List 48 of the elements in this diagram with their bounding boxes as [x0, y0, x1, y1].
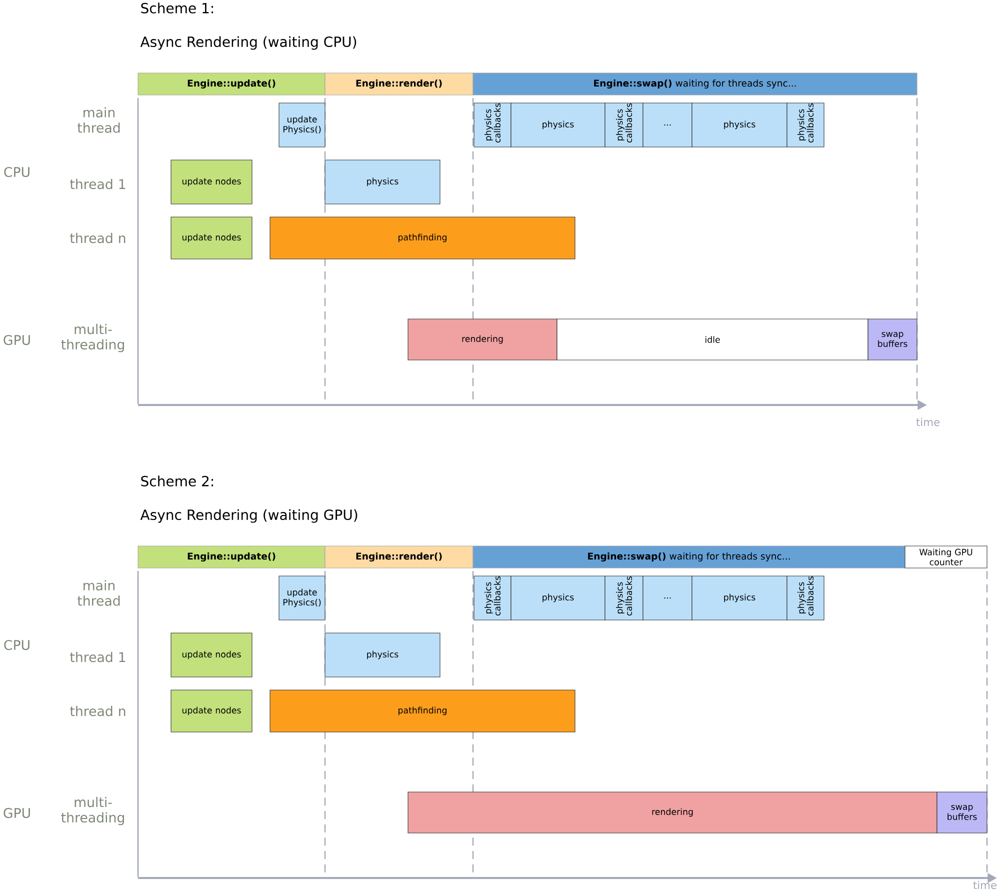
task-box: update Physics(): [278, 102, 326, 148]
row-label: main thread: [78, 107, 120, 133]
task-box: update Physics(): [278, 576, 326, 620]
row-label: thread 1: [70, 652, 126, 662]
phase-bar: Engine::render(): [324, 72, 474, 96]
phase-bar: Engine::swap() waiting for threads sync...: [472, 546, 906, 568]
task-box: pathfinding: [270, 216, 576, 260]
task-box: swap buffers: [868, 318, 918, 360]
task-box: physics callbacks: [786, 576, 824, 620]
heading: Async Rendering (waiting GPU): [140, 509, 358, 523]
task-box: idle: [556, 318, 868, 360]
task-box: swap buffers: [936, 792, 988, 834]
task-box: physics callbacks: [786, 102, 824, 148]
row-label: multi- threading: [61, 324, 124, 352]
row-label: GPU: [4, 334, 30, 346]
task-box: physics callbacks: [604, 576, 644, 620]
row-label: CPU: [4, 640, 30, 650]
task-box: rendering: [408, 792, 938, 834]
task-box: ...: [642, 576, 692, 620]
phase-bar: Engine::render(): [324, 546, 474, 568]
row-label: thread n: [70, 232, 126, 244]
heading: Async Rendering (waiting CPU): [140, 36, 356, 50]
phase-bar: Engine::update(): [138, 72, 326, 96]
task-box: physics: [324, 160, 440, 204]
phase-bar: Engine::swap() waiting for threads sync...: [472, 72, 918, 96]
phase-bar: Engine::update(): [138, 546, 326, 568]
task-box: update nodes: [170, 160, 252, 204]
task-box: physics callbacks: [474, 102, 512, 148]
task-box: pathfinding: [270, 690, 576, 732]
task-box: physics callbacks: [474, 576, 512, 620]
row-label: main thread: [78, 580, 120, 606]
heading: Scheme 2:: [141, 476, 213, 486]
task-box: rendering: [408, 318, 558, 360]
axis-label: time: [916, 418, 940, 426]
task-box: update nodes: [170, 690, 252, 732]
task-box: Waiting GPU counter: [904, 546, 988, 568]
row-label: CPU: [4, 166, 30, 178]
row-label: thread n: [70, 706, 126, 716]
row-label: multi- threading: [61, 796, 124, 826]
row-label: thread 1: [70, 178, 126, 190]
task-box: update nodes: [170, 216, 252, 260]
axis-label: time: [973, 880, 996, 890]
heading: Scheme 1:: [141, 2, 213, 14]
task-box: ...: [642, 102, 692, 148]
row-label: GPU: [4, 808, 30, 818]
task-box: update nodes: [170, 632, 252, 678]
task-box: physics callbacks: [604, 102, 644, 148]
task-box: physics: [324, 632, 440, 678]
